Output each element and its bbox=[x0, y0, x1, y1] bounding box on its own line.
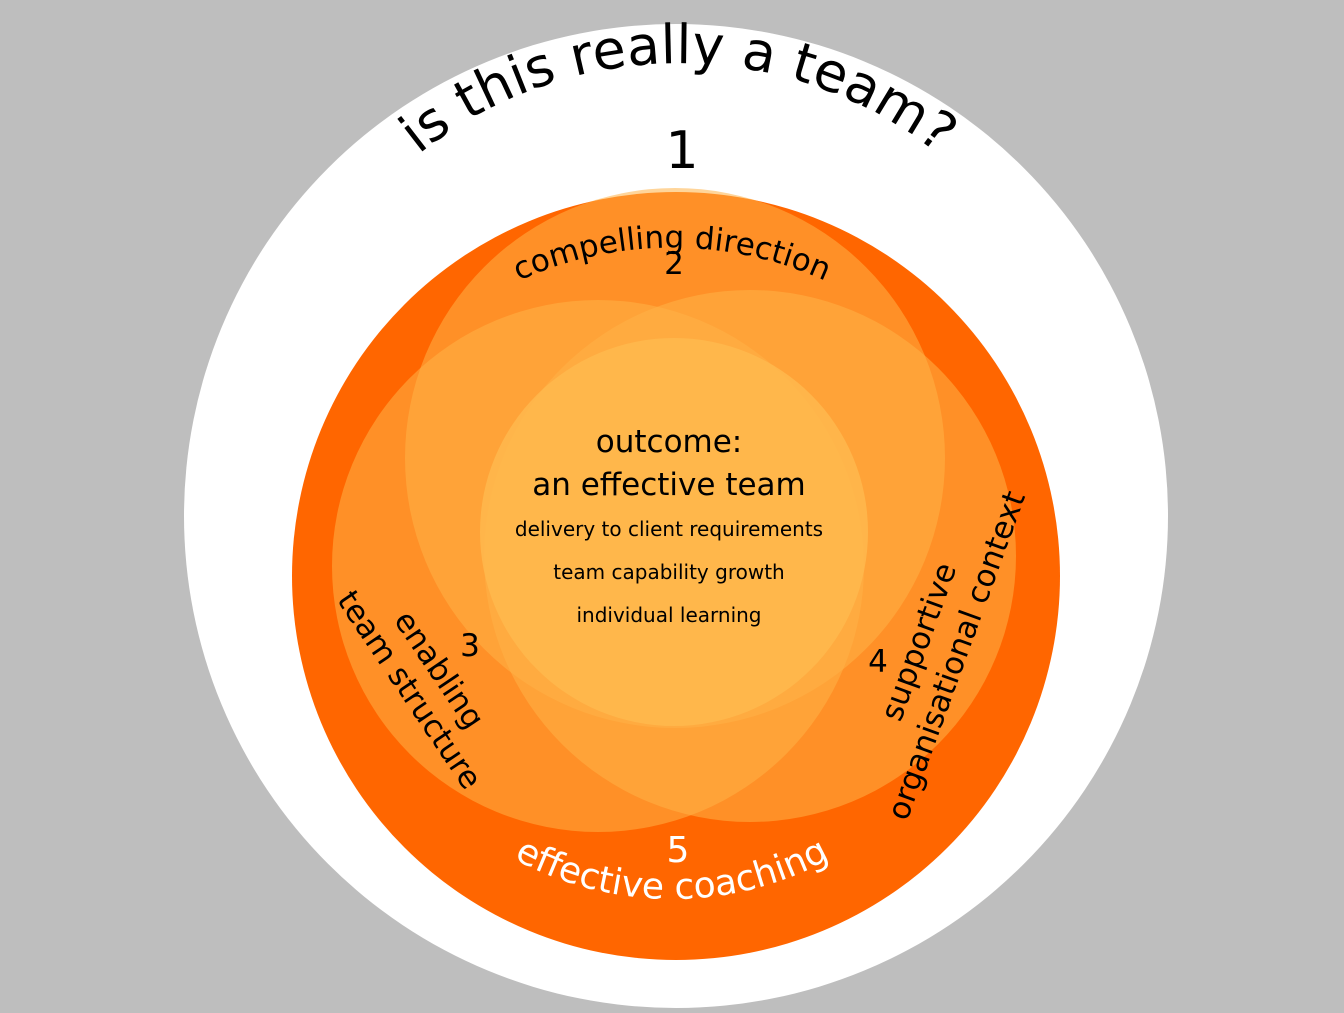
outcome-heading-1: outcome: bbox=[596, 424, 743, 460]
outcome-heading-2: an effective team bbox=[532, 467, 806, 503]
outcome-core bbox=[480, 338, 868, 726]
outer-number: 1 bbox=[665, 121, 698, 181]
outcome-item: delivery to client requirements bbox=[515, 517, 823, 541]
structure-number: 3 bbox=[460, 628, 480, 664]
outcome-item: team capability growth bbox=[553, 560, 784, 584]
coaching-number: 5 bbox=[667, 830, 690, 871]
outcome-item: individual learning bbox=[576, 603, 761, 627]
direction-number: 2 bbox=[664, 246, 684, 282]
context-number: 4 bbox=[868, 644, 888, 680]
